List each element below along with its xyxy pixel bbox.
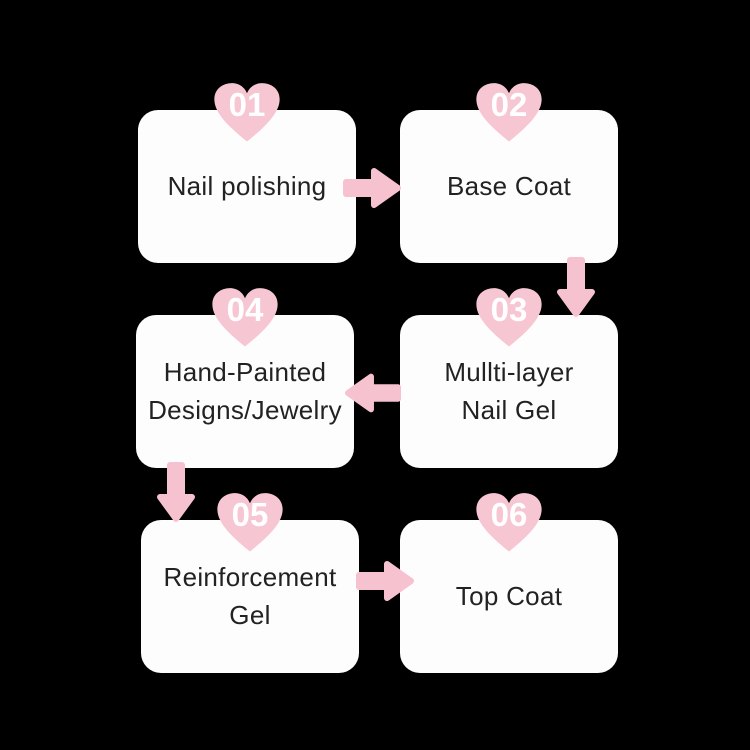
heart-badge-2: 02 <box>475 81 543 145</box>
step-label-6: Top Coat <box>455 580 563 611</box>
step-number-2: 02 <box>490 86 528 123</box>
heart-icon <box>476 288 542 347</box>
step-number-5: 05 <box>231 496 269 533</box>
heart-icon <box>217 493 283 552</box>
heart-badge-5: 05 <box>216 491 284 555</box>
heart-badge-4: 04 <box>211 286 279 350</box>
arrow-right-icon-5-6 <box>355 558 415 604</box>
step-label-2: Base Coat <box>446 170 572 201</box>
arrow-right-icon-1-2 <box>342 165 402 211</box>
step-label-3: Mullti-layer Nail Gel <box>444 356 574 425</box>
heart-icon <box>212 288 278 347</box>
heart-badge-3: 03 <box>475 286 543 350</box>
heart-badge-6: 06 <box>475 491 543 555</box>
heart-icon <box>476 83 542 142</box>
arrow-down-icon-2-3 <box>554 256 598 320</box>
arrow-down-icon-4-5 <box>154 461 198 525</box>
step-label-4: Hand-Painted Designs/Jewelry <box>148 356 342 425</box>
step-label-1: Nail polishing <box>167 170 327 201</box>
heart-icon <box>214 83 280 142</box>
heart-badge-1: 01 <box>213 81 281 145</box>
step-number-3: 03 <box>490 291 528 328</box>
step-box-4: Hand-Painted Designs/Jewelry <box>136 315 354 468</box>
heart-icon <box>476 493 542 552</box>
step-number-1: 01 <box>228 86 266 123</box>
step-number-4: 04 <box>226 291 264 328</box>
arrow-left-icon-3-4 <box>344 370 402 416</box>
step-number-6: 06 <box>490 496 528 533</box>
step-label-5: Reinforcement Gel <box>163 561 337 630</box>
step-box-3: Mullti-layer Nail Gel <box>400 315 618 468</box>
